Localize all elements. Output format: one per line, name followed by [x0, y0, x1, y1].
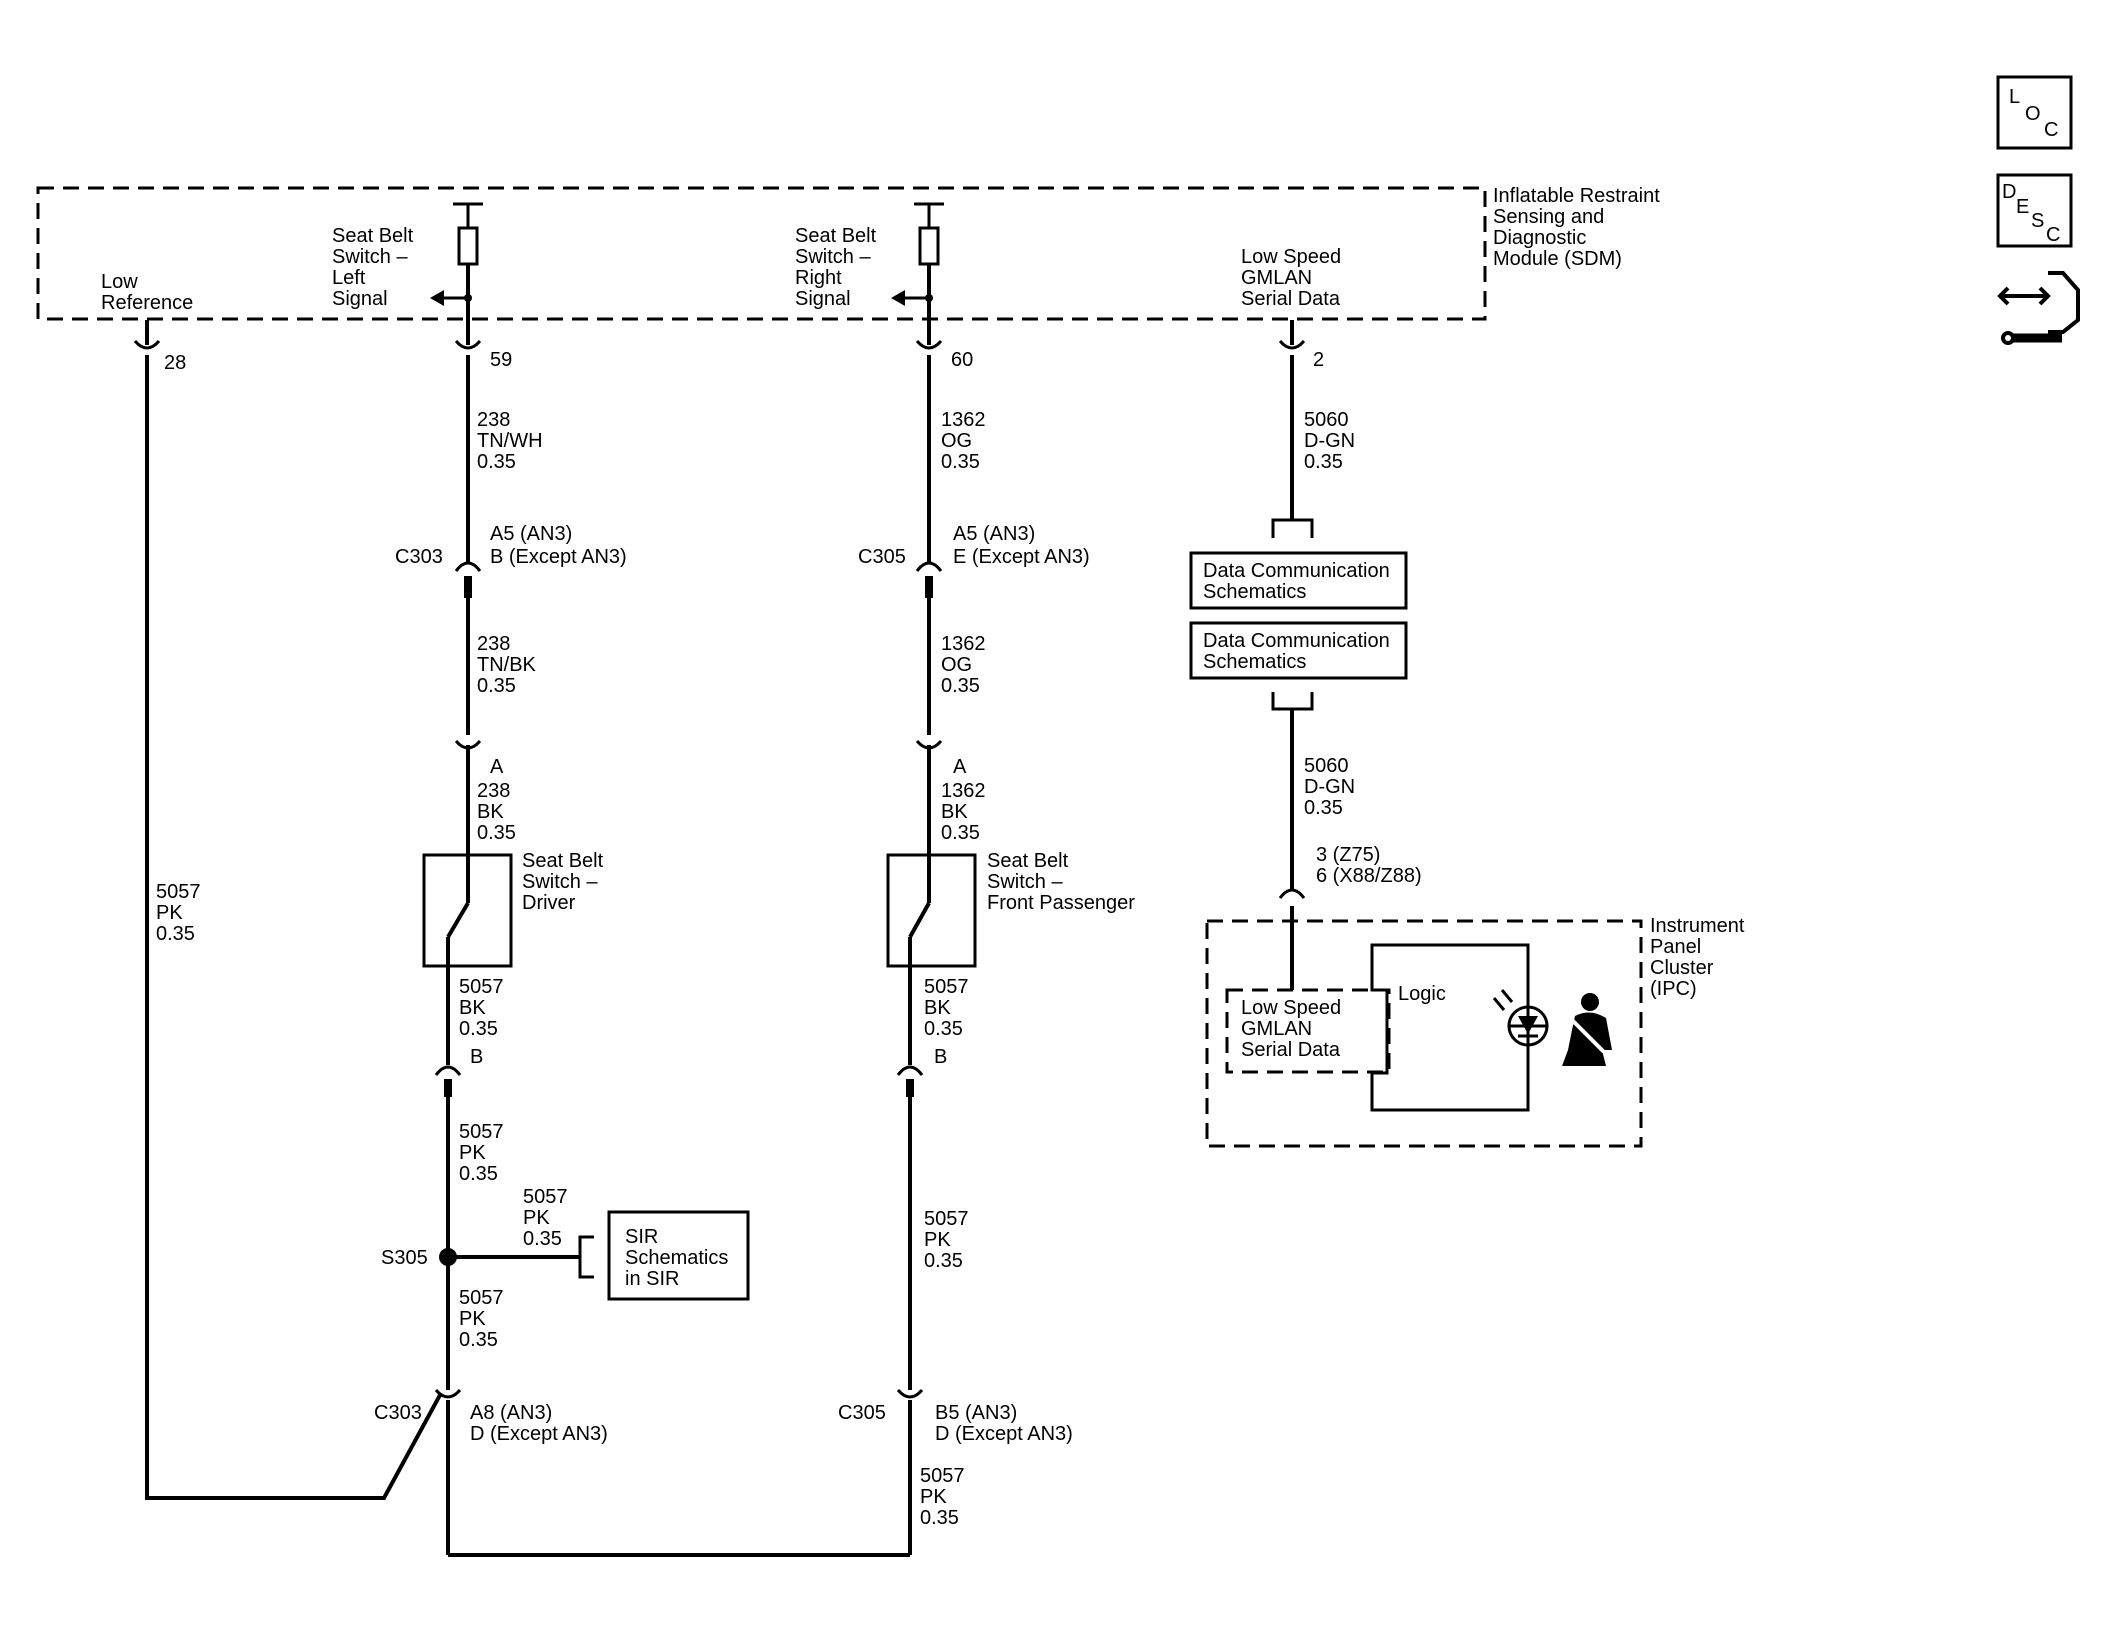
c303-top-label: C303 [395, 546, 443, 568]
wire-238-tnwh-label: 238 TN/WH 0.35 [477, 409, 548, 473]
wire-5057-sir-label: 5057 PK 0.35 [523, 1186, 573, 1250]
ipc-connector [1278, 888, 1306, 899]
sdm-right-signal-label: Seat Belt Switch – Right Signal [795, 225, 882, 310]
driver-connector-b [434, 1065, 462, 1076]
c305-top-pins: A5 (AN3) E (Except AN3) [953, 523, 1090, 568]
low-reference-circuit: 5057 PK 0.35 [145, 355, 442, 1500]
data-comm-1-label: Data Communication Schematics [1203, 560, 1395, 603]
sir-schematics-box[interactable] [607, 1210, 750, 1301]
c303-top-connector [454, 561, 482, 572]
wire-5057-pass-bk-label: 5057 BK 0.35 [924, 976, 974, 1040]
seat-belt-warning-icon [1562, 993, 1612, 1066]
svg-text:S: S [2031, 210, 2044, 232]
instrument-panel-cluster: Instrument Panel Cluster (IPC) Low Speed… [1205, 915, 1750, 1148]
pin-59-label: 59 [490, 349, 512, 371]
c305-top-label: C305 [858, 546, 906, 568]
c303-bottom-label: C303 [374, 1402, 422, 1424]
sdm-label: Inflatable Restraint Sensing and Diagnos… [1493, 185, 1665, 270]
driver-switch-label: Seat Belt Switch – Driver [522, 850, 609, 914]
wire-5057-drv-bk-label: 5057 BK 0.35 [459, 976, 509, 1040]
ipc-gmlan-label: Low Speed GMLAN Serial Data [1241, 997, 1347, 1061]
data-comm-2-label: Data Communication Schematics [1203, 630, 1395, 673]
diagnostic-connector-icon[interactable] [1997, 271, 2080, 345]
wire-5057-left-label: 5057 PK 0.35 [156, 881, 206, 945]
pin-28-label: 28 [164, 352, 186, 374]
wire-5060-b-label: 5060 D-GN 0.35 [1304, 755, 1361, 819]
gmlan-circuit: 5060 D-GN 0.35 Data Communication Schema… [1189, 355, 1422, 990]
sdm-module: Inflatable Restraint Sensing and Diagnos… [36, 185, 1665, 374]
pin-60-label: 60 [951, 349, 973, 371]
logic-label: Logic [1398, 983, 1446, 1005]
c305-top-connector [915, 561, 943, 572]
c303-top-pins: A5 (AN3) B (Except AN3) [490, 523, 627, 568]
passenger-pin-a-label: A [953, 756, 967, 778]
wire-238-tnbk-label: 238 TN/BK 0.35 [477, 633, 541, 697]
svg-text:C: C [2044, 119, 2058, 141]
passenger-seat-belt-switch-icon [886, 853, 977, 968]
sdm-low-reference-label: Low Reference [101, 271, 193, 314]
ipc-connector-pins: 3 (Z75) 6 (X88/Z88) [1316, 844, 1422, 887]
c303-bottom-pins: A8 (AN3) D (Except AN3) [470, 1402, 608, 1445]
sir-schematics-label: SIR Schematics in SIR [625, 1226, 734, 1290]
driver-pin-a-label: A [490, 756, 504, 778]
wire-1362-bk-label: 1362 BK 0.35 [941, 780, 991, 844]
svg-text:D: D [2002, 181, 2016, 203]
resistor-left-icon [430, 202, 483, 335]
wire-5057-drv-pk2-label: 5057 PK 0.35 [459, 1287, 509, 1351]
svg-text:L: L [2009, 86, 2020, 108]
pin-59-connector [454, 339, 482, 350]
passenger-switch-label: Seat Belt Switch – Front Passenger [987, 850, 1135, 914]
c303-bottom-connector [434, 1388, 462, 1399]
c305-bottom-label: C305 [838, 1402, 886, 1424]
sdm-left-signal-label: Seat Belt Switch – Left Signal [332, 225, 419, 310]
c305-bottom-connector [896, 1388, 924, 1399]
pin-2-connector [1278, 339, 1306, 350]
logic-block [1370, 943, 1530, 1112]
svg-text:C: C [2046, 224, 2060, 246]
wire-1362-a-label: 1362 OG 0.35 [941, 409, 991, 473]
wire-238-bk-label: 238 BK 0.35 [477, 780, 516, 844]
data-communication-box-1[interactable] [1189, 551, 1408, 610]
splice-s305-label: S305 [381, 1247, 428, 1269]
wire-1362-b-label: 1362 OG 0.35 [941, 633, 991, 697]
c305-bottom-pins: B5 (AN3) D (Except AN3) [935, 1402, 1073, 1445]
data-communication-box-2[interactable] [1189, 621, 1408, 680]
ipc-label: Instrument Panel Cluster (IPC) [1650, 915, 1750, 1000]
driver-circuit: 238 TN/WH 0.35 C303 A5 (AN3) B (Except A… [374, 355, 750, 1555]
wire-5057-pass-pk-label: 5057 PK 0.35 [924, 1208, 974, 1272]
wire-5057-bottom-label: 5057 PK 0.35 [920, 1465, 970, 1529]
pin-2-label: 2 [1313, 349, 1324, 371]
wire-5057-drv-pk1-label: 5057 PK 0.35 [459, 1121, 509, 1185]
passenger-connector-b [896, 1065, 924, 1076]
svg-text:E: E [2016, 196, 2029, 218]
seat-belt-indicator-led-icon [1492, 989, 1549, 1047]
wire-5060-a-label: 5060 D-GN 0.35 [1304, 409, 1361, 473]
desc-icon[interactable]: D E S C [1996, 173, 2073, 248]
pin-60-connector [915, 339, 943, 350]
svg-text:O: O [2025, 103, 2041, 125]
sdm-gmlan-label: Low Speed GMLAN Serial Data [1241, 246, 1347, 310]
driver-pin-b-label: B [470, 1046, 483, 1068]
pin-28-connector [133, 339, 161, 350]
loc-icon[interactable]: L O C [1996, 75, 2073, 150]
resistor-right-icon [891, 202, 944, 335]
passenger-pin-b-label: B [934, 1046, 947, 1068]
driver-seat-belt-switch-icon [422, 853, 513, 968]
passenger-circuit: 1362 OG 0.35 C305 A5 (AN3) E (Except AN3… [448, 355, 1135, 1557]
